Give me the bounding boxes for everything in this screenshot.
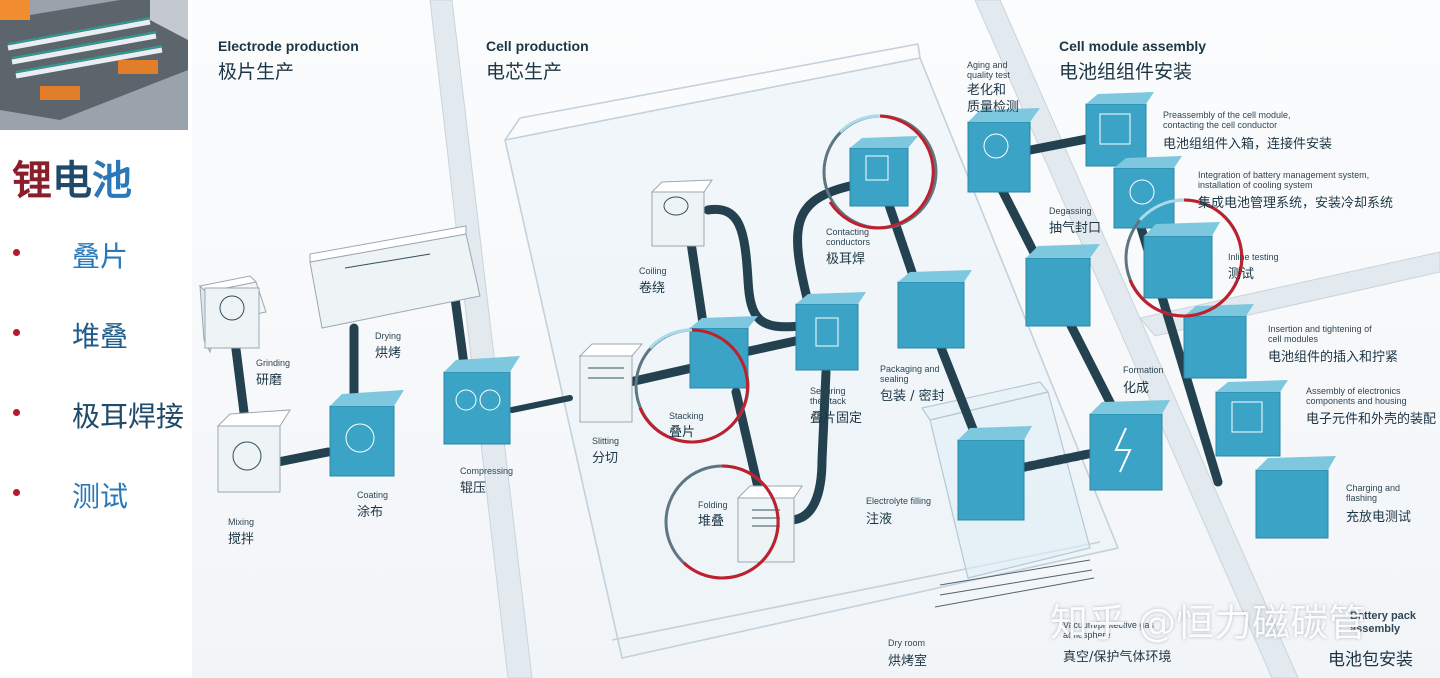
step-label-contacting-cn: 极耳焊	[826, 248, 865, 267]
step-label-formation-cn: 化成	[1123, 377, 1149, 396]
step-label-integration-cn: 集成电池管理系统，安装冷却系统	[1198, 192, 1393, 211]
cube-preassembly	[1086, 92, 1154, 166]
step-label-coating: Coating	[357, 490, 388, 500]
step-label-coating-cn: 涂布	[357, 501, 383, 520]
section-title-electrode-cn: 极片生产	[218, 57, 294, 84]
step-label-packaging: Packaging and sealing	[880, 364, 940, 384]
cube-coiling	[652, 180, 712, 246]
step-label-insertion: Insertion and tightening of cell modules	[1268, 324, 1372, 344]
step-label-compressing-cn: 辊压	[460, 477, 486, 496]
bullet-dot	[13, 249, 20, 256]
cube-coating	[330, 390, 404, 476]
step-label-degassing-cn: 抽气封口	[1049, 217, 1101, 236]
step-label-drying-cn: 烘烤	[375, 342, 401, 361]
step-label-pack-cn: 电池包安装	[1328, 645, 1413, 670]
cube-degassing	[1026, 244, 1100, 326]
step-label-grinding: Grinding	[256, 358, 290, 368]
section-title-cell-cn: 电芯生产	[486, 57, 562, 84]
cube-aging	[968, 108, 1040, 192]
step-label-folding-cn: 堆叠	[698, 510, 724, 529]
cube-integration	[1114, 156, 1182, 228]
step-label-formation: Formation	[1123, 365, 1164, 375]
step-label-vacuum-cn: 真空/保护气体环境	[1063, 646, 1171, 665]
left-title-char: 电	[52, 158, 92, 204]
conveyor-mixing-coating	[278, 452, 328, 462]
cube-charging	[1256, 456, 1336, 538]
cube-mixing	[218, 410, 290, 492]
cube-grinding	[200, 276, 266, 352]
bullet-item: 极耳焊接	[72, 395, 184, 435]
step-label-mixing-cn: 搅拌	[228, 528, 254, 547]
step-label-grinding-cn: 研磨	[256, 369, 282, 388]
step-label-coiling-cn: 卷绕	[639, 277, 665, 296]
section-title-module-cn: 电池组组件安装	[1059, 57, 1192, 84]
step-label-electrolyte: Electrolyte filling	[866, 496, 931, 506]
step-label-electronics: Assembly of electronics components and h…	[1306, 386, 1407, 406]
watermark: 知乎 @恒力磁碳管	[1050, 592, 1366, 647]
step-label-preassembly-cn: 电池组组件入箱，连接件安装	[1163, 133, 1332, 152]
step-label-charging: Charging and flashing	[1346, 483, 1400, 503]
step-label-degassing: Degassing	[1049, 206, 1092, 216]
left-panel: 锂电池 叠片 堆叠 极耳焊接 测试	[0, 0, 192, 678]
conveyor-compress-slitting	[512, 398, 570, 410]
step-label-dryroom-cn: 烘烤室	[888, 650, 927, 669]
battery-module-photo-graphic	[0, 0, 188, 130]
step-label-stacking-cn: 叠片	[669, 421, 695, 440]
step-label-securing: Securing the stack	[810, 386, 846, 406]
cube-securing	[796, 292, 866, 370]
section-title-cell: Cell production	[486, 38, 589, 54]
step-label-stacking: Stacking	[669, 411, 704, 421]
cube-electrolyte	[958, 426, 1032, 520]
step-label-drying: Drying	[375, 331, 401, 341]
step-label-inline: Inline testing	[1228, 252, 1279, 262]
step-label-preassembly: Preassembly of the cell module, contacti…	[1163, 110, 1291, 130]
bullet-dot	[13, 489, 20, 496]
step-label-aging-cn: 老化和 质量检测	[967, 82, 1019, 116]
cube-contacting	[850, 136, 918, 206]
cube-packaging	[898, 270, 972, 348]
cube-electronics	[1216, 380, 1288, 456]
step-label-packaging-cn: 包装 / 密封	[880, 385, 945, 404]
bullet-item: 测试	[72, 475, 128, 515]
bullet-dot	[13, 409, 20, 416]
cube-compressing	[444, 356, 520, 444]
step-label-inline-cn: 测试	[1228, 263, 1254, 282]
step-label-dryroom: Dry room	[888, 638, 925, 648]
section-title-electrode: Electrode production	[218, 38, 359, 54]
step-label-contacting: Contacting conductors	[826, 227, 870, 247]
step-label-slitting-cn: 分切	[592, 447, 618, 466]
step-label-charging-cn: 充放电测试	[1346, 506, 1411, 525]
step-label-electrolyte-cn: 注液	[866, 508, 892, 527]
step-label-electronics-cn: 电子元件和外壳的装配	[1306, 408, 1436, 427]
step-label-mixing: Mixing	[228, 517, 254, 527]
step-label-insertion-cn: 电池组件的插入和拧紧	[1268, 346, 1398, 365]
battery-module-photo	[0, 0, 188, 130]
bullet-item: 堆叠	[72, 315, 128, 355]
step-label-integration: Integration of battery management system…	[1198, 170, 1369, 190]
step-label-compressing: Compressing	[460, 466, 513, 476]
bullet-dot	[13, 329, 20, 336]
divider-electrode-cell	[430, 0, 532, 678]
step-label-aging: Aging and quality test	[967, 60, 1010, 80]
step-label-folding: Folding	[698, 500, 728, 510]
left-title: 锂电池	[12, 148, 132, 206]
left-title-char: 池	[92, 158, 132, 204]
bullet-item: 叠片	[72, 235, 128, 275]
step-label-securing-cn: 叠片固定	[810, 407, 862, 426]
left-title-char: 锂	[12, 158, 52, 204]
cube-formation	[1090, 400, 1170, 490]
section-title-module: Cell module assembly	[1059, 38, 1206, 54]
cube-inline	[1144, 222, 1220, 298]
step-label-coiling: Coiling	[639, 266, 667, 276]
step-label-slitting: Slitting	[592, 436, 619, 446]
